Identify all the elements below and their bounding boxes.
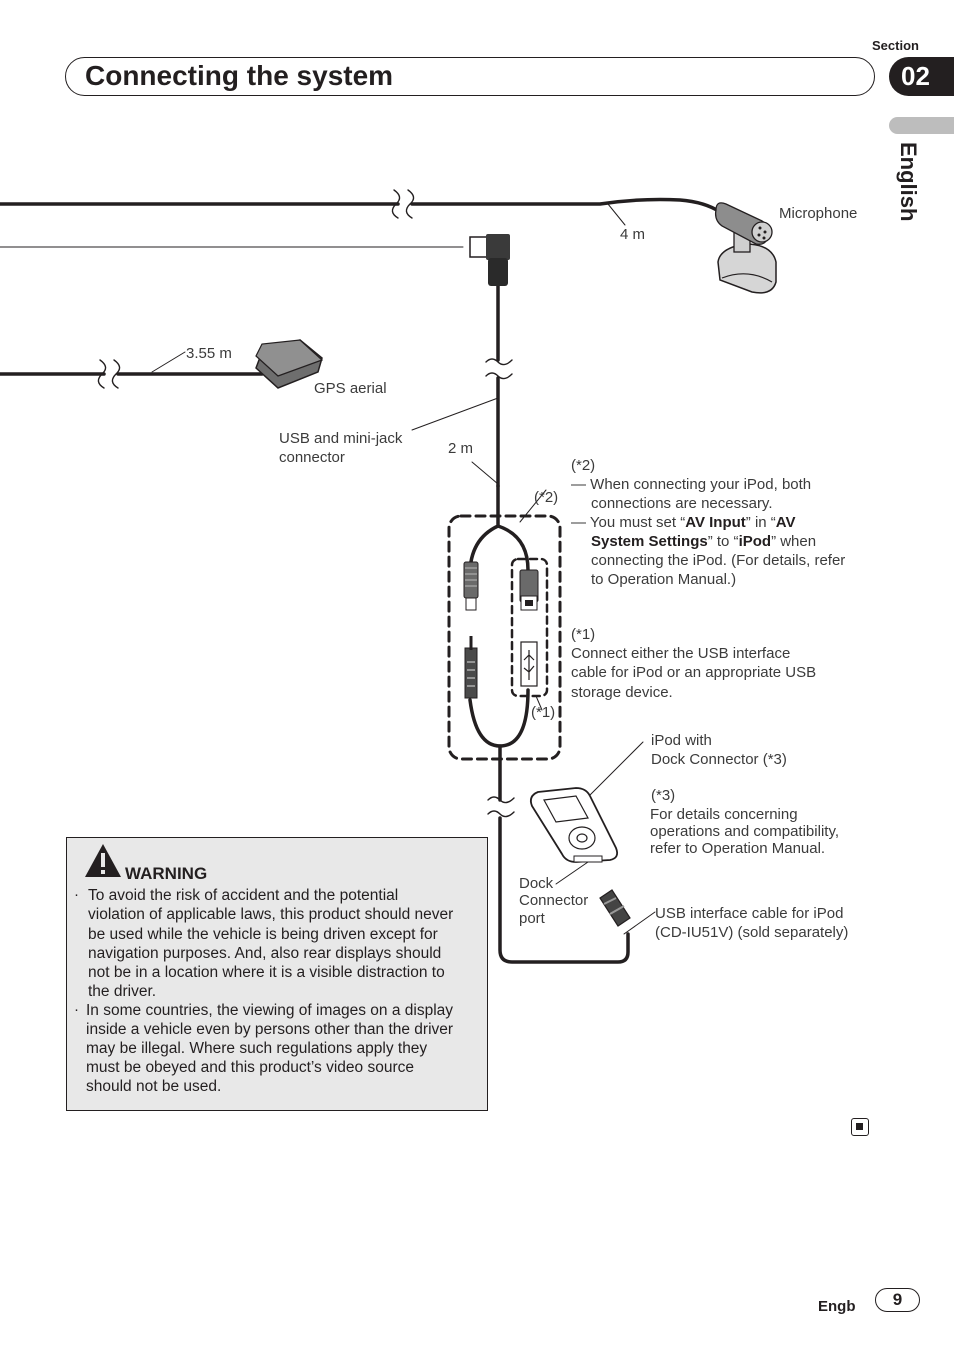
mic-cable-length: 4 m xyxy=(620,226,646,243)
warning-item2-line4: must be obeyed and this product’s video … xyxy=(86,1059,414,1076)
ipod-label-line1: iPod with xyxy=(651,732,712,749)
warning-item1-line6: the driver. xyxy=(88,983,157,1000)
leader-line xyxy=(535,695,543,711)
usb-ipod-cable-line2: (CD-IU51V) (sold separately) xyxy=(655,924,849,941)
note2-item1-line1: — When connecting your iPod, both xyxy=(571,476,812,493)
footer-language-code: Engb xyxy=(818,1298,856,1315)
mic-cable-right xyxy=(410,197,722,214)
language-tab-marker xyxy=(889,117,954,134)
end-of-section-icon xyxy=(851,1118,869,1136)
gps-aerial-label: GPS aerial xyxy=(314,380,387,397)
warning-box xyxy=(66,837,488,1111)
warning-item1-line1: To avoid the risk of accident and the po… xyxy=(88,887,399,904)
usb-cable-to-ipod xyxy=(498,816,630,964)
note2-item2-line3: connecting the iPod. (For details, refer xyxy=(591,552,846,569)
leader-line xyxy=(519,489,547,523)
page-title: Connecting the system xyxy=(85,60,394,91)
leader-line xyxy=(151,351,186,373)
usb-ipod-cable-line1: USB interface cable for iPod xyxy=(655,905,844,922)
note2-item2-line1: — You must set “AV Input” in “AV xyxy=(571,514,796,531)
dock-label-line1: Dock xyxy=(519,875,554,892)
gps-aerial-graphic xyxy=(255,339,324,389)
warning-item2-line3: may be illegal. Where such regulations a… xyxy=(86,1040,428,1057)
group-box-2 xyxy=(447,514,562,761)
warning-item2-line5: should not be used. xyxy=(86,1078,222,1095)
microphone-graphic xyxy=(714,202,777,294)
warning-item1-line5: not be in a location where it is a visib… xyxy=(88,964,445,981)
warning-item1-line4: navigation purposes. And, also rear disp… xyxy=(88,945,442,962)
loop-bottom xyxy=(468,688,530,748)
break-symbol xyxy=(487,810,515,818)
warning-item2-line2: inside a vehicle even by persons other t… xyxy=(86,1021,454,1038)
language-tab-label: English xyxy=(896,142,921,222)
section-label: Section xyxy=(872,38,919,53)
note3-line3: refer to Operation Manual. xyxy=(650,840,826,857)
usb-connector-label-line1: USB and mini-jack xyxy=(279,430,403,447)
note2-item2-line4: to Operation Manual.) xyxy=(591,571,737,588)
ref1-marker: (*1) xyxy=(531,704,556,721)
note2-item1-line2: connections are necessary. xyxy=(591,495,773,512)
leader-line xyxy=(555,861,589,885)
usb-cable-length: 2 m xyxy=(448,440,474,457)
note3-line2: operations and compatibility, xyxy=(650,823,839,840)
note1-line2: cable for iPod or an appropriate USB xyxy=(571,664,817,681)
break-symbol xyxy=(485,358,513,366)
gps-cable-length: 3.55 m xyxy=(186,345,232,362)
warning-bullet: · xyxy=(74,886,79,903)
break-symbol xyxy=(487,796,515,804)
note2-marker: (*2) xyxy=(571,457,596,474)
leader-line xyxy=(411,397,499,431)
section-number-tab: 02 xyxy=(889,57,954,96)
group-box-1 xyxy=(510,557,549,698)
leader-line xyxy=(623,911,656,935)
warning-item2-line1: In some countries, the viewing of images… xyxy=(86,1002,454,1019)
note1-line1: Connect either the USB interface xyxy=(571,645,791,662)
break-symbol xyxy=(405,189,415,219)
split-cable-right xyxy=(496,524,530,572)
mini-jack-plug xyxy=(469,234,510,286)
warning-icon xyxy=(85,844,121,877)
dock-label-line3: port xyxy=(519,910,545,927)
usb-connector-graphic xyxy=(519,569,539,687)
av-plug-graphic xyxy=(463,561,479,699)
ref2-marker: (*2) xyxy=(534,489,559,506)
warning-item1-line3: be used while the vehicle is being drive… xyxy=(88,926,438,943)
leader-line xyxy=(607,203,626,226)
note1-line3: storage device. xyxy=(571,684,673,701)
break-symbol xyxy=(391,189,401,219)
break-symbol xyxy=(97,359,107,389)
warning-title: WARNING xyxy=(125,864,208,883)
page-number: 9 xyxy=(875,1288,920,1312)
break-symbol xyxy=(485,372,513,380)
note3-marker: (*3) xyxy=(651,787,676,804)
note1-marker: (*1) xyxy=(571,626,596,643)
microphone-label: Microphone xyxy=(779,205,858,222)
warning-item1-line2: violation of applicable laws, this produ… xyxy=(88,906,454,923)
usb-connector-label-line2: connector xyxy=(279,449,345,466)
note3-line1: For details concerning xyxy=(650,806,798,823)
ipod-label-line2: Dock Connector (*3) xyxy=(651,751,787,768)
break-symbol xyxy=(111,359,121,389)
warning-bullet: · xyxy=(74,1001,79,1018)
leader-line xyxy=(471,461,499,485)
title-frame xyxy=(65,57,875,96)
dock-label-line2: Connector xyxy=(519,892,589,909)
ipod-graphic xyxy=(529,787,631,927)
note2-item2-line2: System Settings” to “iPod” when xyxy=(591,533,817,550)
